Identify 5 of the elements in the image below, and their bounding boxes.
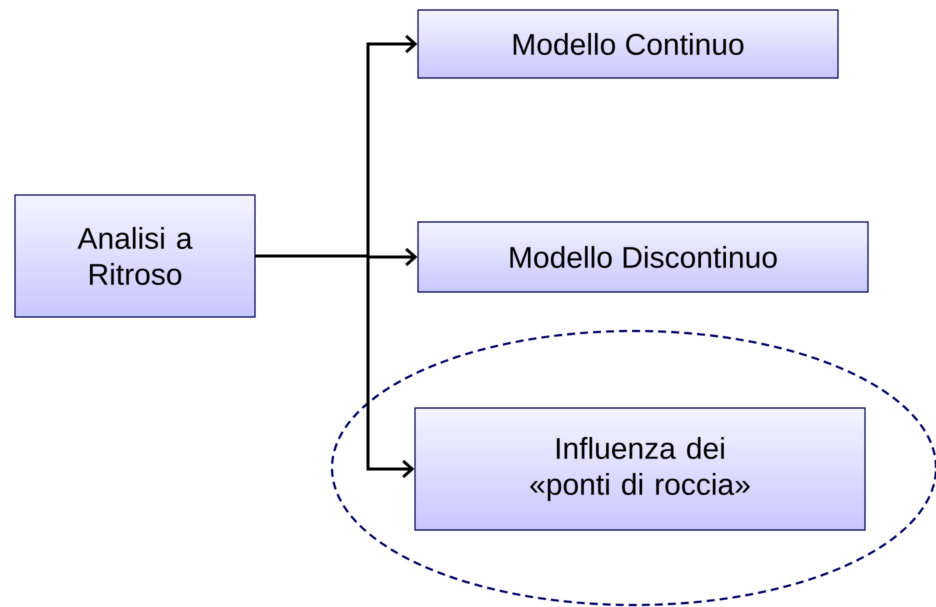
- process-box: Modello Discontinuo: [417, 221, 869, 293]
- arrow: [256, 254, 414, 478]
- process-box: Modello Continuo: [417, 9, 839, 79]
- process-box: Influenza dei «ponti di roccia»: [414, 407, 866, 531]
- process-box: Analisi a Ritroso: [14, 194, 256, 318]
